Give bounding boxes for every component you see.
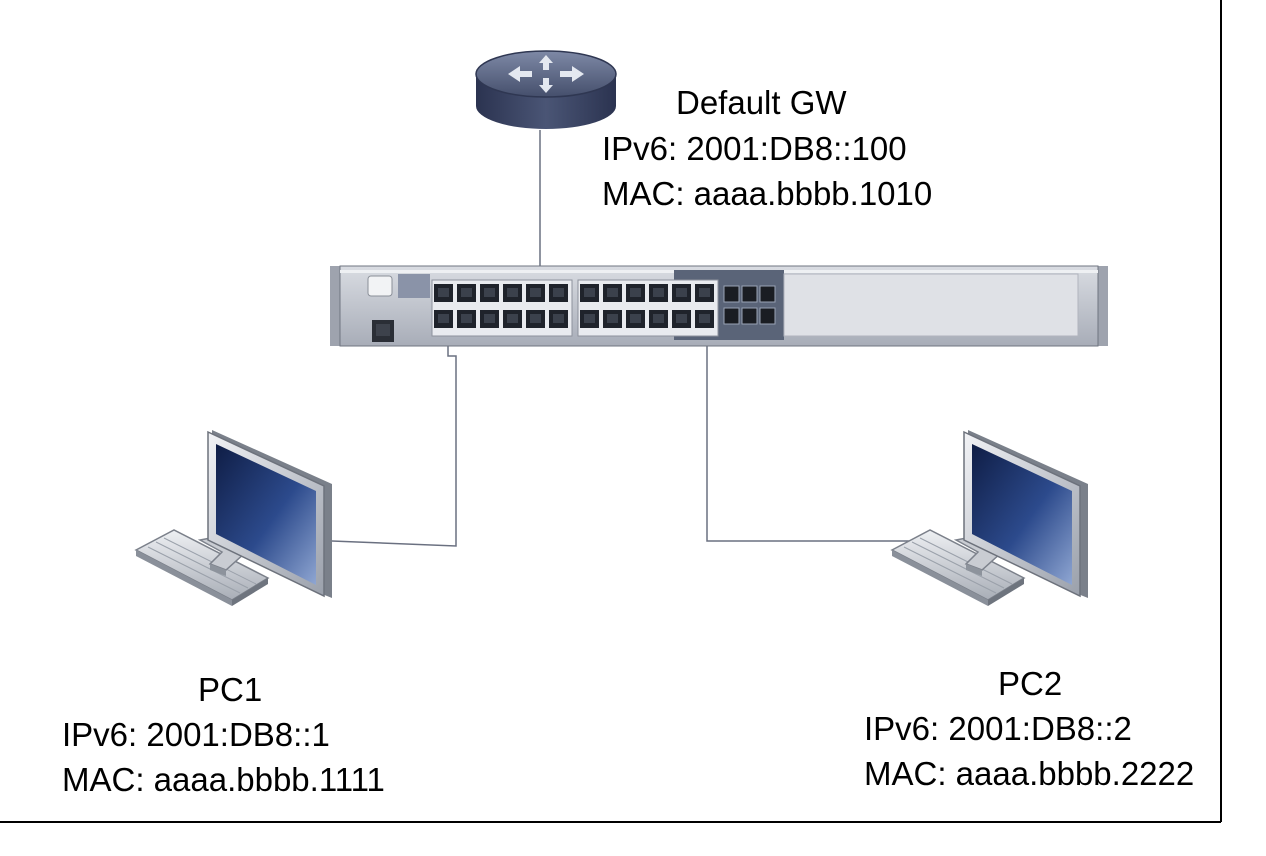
switch-port xyxy=(530,288,541,297)
switch-port xyxy=(584,314,595,323)
switch-port xyxy=(607,288,618,297)
switch-port xyxy=(431,279,573,337)
switch-port xyxy=(507,314,518,323)
pc2-ipv6: IPv6: 2001:DB8::2 xyxy=(864,710,1132,747)
gateway-ipv6: IPv6: 2001:DB8::100 xyxy=(602,130,907,167)
router-icon xyxy=(475,50,617,129)
switch-port xyxy=(461,288,472,297)
switch-port xyxy=(699,314,710,323)
gateway-name: Default GW xyxy=(676,84,847,121)
switch-port xyxy=(630,288,641,297)
switch-port xyxy=(653,314,664,323)
switch-port xyxy=(484,288,495,297)
link-switch-pc2 xyxy=(706,340,950,542)
gateway-mac: MAC: aaaa.bbbb.1010 xyxy=(602,175,933,212)
switch-port xyxy=(438,314,449,323)
switch-port xyxy=(723,307,740,325)
switch-port xyxy=(507,288,518,297)
pc1-desktop-computer-icon xyxy=(135,429,333,607)
pc1-ipv6: IPv6: 2001:DB8::1 xyxy=(62,716,330,753)
switch-port xyxy=(676,314,687,323)
pc2-name: PC2 xyxy=(998,665,1063,702)
switch-port xyxy=(723,285,740,303)
pc1-mac: MAC: aaaa.bbbb.1111 xyxy=(62,761,385,798)
switch-port xyxy=(759,285,776,303)
pc2-desktop-computer-icon xyxy=(891,429,1089,607)
switch-port xyxy=(653,288,664,297)
switch-icon xyxy=(330,265,1108,347)
switch-port xyxy=(741,285,758,303)
pc2-mac: MAC: aaaa.bbbb.2222 xyxy=(864,755,1195,792)
switch-port xyxy=(438,288,449,297)
switch-port xyxy=(759,307,776,325)
switch-port xyxy=(676,288,687,297)
switch-port xyxy=(630,314,641,323)
switch-port xyxy=(484,314,495,323)
switch-port xyxy=(741,307,758,325)
switch-port xyxy=(577,279,719,337)
switch-port xyxy=(584,288,595,297)
pc1-name: PC1 xyxy=(198,671,263,708)
switch-port xyxy=(553,314,564,323)
switch-port xyxy=(699,288,710,297)
switch-port xyxy=(607,314,618,323)
link-switch-pc1 xyxy=(331,340,457,547)
links xyxy=(331,130,950,547)
switch-port xyxy=(530,314,541,323)
switch-port xyxy=(461,314,472,323)
switch-port xyxy=(553,288,564,297)
